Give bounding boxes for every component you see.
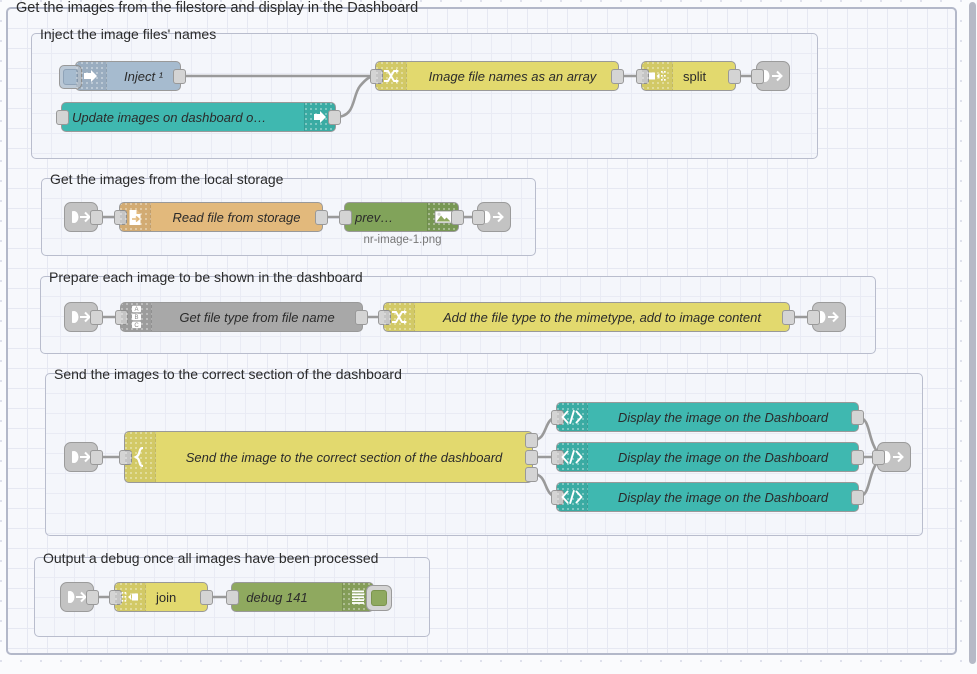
abc-change-icon: A B C	[121, 303, 152, 331]
node-send-image-input-port[interactable]	[119, 450, 132, 465]
link-in-icon	[65, 303, 97, 331]
node-image-file-names[interactable]: Image file names as an array	[370, 61, 624, 91]
node-read-file[interactable]: Read file from storage	[114, 202, 328, 232]
node-send-image-output-port-3[interactable]	[525, 467, 538, 482]
node-send-image-output-port-2[interactable]	[525, 450, 538, 465]
node-send-image-label: Send the image to the correct section of…	[185, 449, 503, 465]
node-get-file-type-input-port[interactable]	[115, 310, 128, 325]
node-update-images-input-port[interactable]	[56, 110, 69, 125]
node-add-mimetype-input-port[interactable]	[378, 310, 391, 325]
node-read-file-label: Read file from storage	[172, 209, 301, 225]
node-get-file-type-output-port[interactable]	[355, 310, 368, 325]
node-debug[interactable]: debug 141	[226, 582, 392, 612]
link-in-icon	[65, 443, 97, 471]
node-display-2-label: Display the image on the Dashboard	[617, 449, 829, 465]
node-display-3-label: Display the image on the Dashboard	[617, 489, 829, 505]
svg-text:C: C	[134, 323, 139, 329]
group-inject[interactable]: Inject the image files' names	[31, 26, 818, 159]
inject-arrow-icon	[76, 62, 107, 90]
file-icon	[120, 203, 151, 231]
node-join-label: join	[156, 589, 177, 605]
node-update-images-label: Update images on dashboard open	[72, 109, 276, 125]
node-preview-label: preview	[355, 209, 400, 225]
node-inject-output-port[interactable]	[173, 69, 186, 84]
node-inject[interactable]: Inject ¹	[59, 61, 186, 91]
function-shuffle-icon	[376, 62, 407, 90]
node-link-out-1[interactable]	[751, 61, 790, 91]
code-template-icon	[557, 403, 588, 431]
group-inject-title: Inject the image files' names	[40, 26, 217, 42]
node-link-in-4[interactable]	[64, 442, 103, 472]
node-join[interactable]: join	[109, 582, 213, 612]
node-display-1[interactable]: Display the image on the Dashboard	[551, 402, 864, 432]
node-link-out-4[interactable]	[872, 442, 911, 472]
node-get-file-type-label: Get file type from file name	[179, 309, 335, 325]
group-prepare-image-title: Prepare each image to be shown in the da…	[49, 269, 363, 285]
code-template-icon	[557, 483, 588, 511]
node-split-input-port[interactable]	[636, 69, 649, 84]
node-link-in-5[interactable]	[60, 582, 99, 612]
node-split[interactable]: split	[636, 61, 741, 91]
link-out-icon	[878, 443, 910, 471]
node-send-image[interactable]: Send the image to the correct section of…	[119, 431, 538, 483]
group-send-to-dashboard-title: Send the images to the correct section o…	[54, 366, 402, 382]
join-icon	[115, 583, 146, 611]
group-debug-output-title: Output a debug once all images have been…	[43, 550, 379, 566]
node-display-1-label: Display the image on the Dashboard	[617, 409, 829, 425]
node-split-label: split	[683, 68, 707, 84]
node-link-in-3-output-port[interactable]	[90, 310, 103, 325]
link-out-icon	[478, 203, 510, 231]
node-link-in-5-output-port[interactable]	[86, 590, 99, 605]
node-add-mimetype-label: Add the file type to the mimetype, add t…	[443, 309, 761, 325]
node-display-1-output-port[interactable]	[851, 410, 864, 425]
node-inject-label: Inject ¹	[123, 68, 163, 84]
node-display-2[interactable]: Display the image on the Dashboard	[551, 442, 864, 472]
node-link-out-3[interactable]	[807, 302, 846, 332]
node-add-mimetype-output-port[interactable]	[782, 310, 795, 325]
node-debug-input-port[interactable]	[226, 590, 239, 605]
split-icon	[642, 62, 673, 90]
node-send-image-output-port-1[interactable]	[525, 433, 538, 448]
debug-enable-toggle[interactable]	[366, 585, 392, 611]
horizontal-scrollbar[interactable]	[0, 664, 977, 674]
link-out-icon	[813, 303, 845, 331]
vertical-scrollbar[interactable]	[967, 0, 977, 674]
node-display-2-output-port[interactable]	[851, 450, 864, 465]
node-image-file-names-input-port[interactable]	[370, 69, 383, 84]
svg-text:B: B	[134, 315, 138, 321]
node-display-3[interactable]: Display the image on the Dashboard	[551, 482, 864, 512]
node-join-output-port[interactable]	[200, 590, 213, 605]
node-link-in-3[interactable]	[64, 302, 103, 332]
link-in-icon	[61, 583, 93, 611]
node-read-file-input-port[interactable]	[114, 210, 127, 225]
node-debug-label: debug 141	[246, 589, 308, 605]
node-preview-sublabel: nr-image-1.png	[363, 234, 442, 246]
group-outer-title: Get the images from the filestore and di…	[16, 0, 419, 16]
node-split-output-port[interactable]	[728, 69, 741, 84]
group-local-storage-title: Get the images from the local storage	[50, 171, 284, 187]
node-image-file-names-output-port[interactable]	[611, 69, 624, 84]
link-out-icon	[757, 62, 789, 90]
node-get-file-type[interactable]: A B C Get file type from file name	[115, 302, 368, 332]
node-add-mimetype[interactable]: Add the file type to the mimetype, add t…	[378, 302, 795, 332]
svg-text:A: A	[134, 307, 138, 313]
link-in-icon	[65, 203, 97, 231]
node-update-images-output-port[interactable]	[328, 110, 341, 125]
node-update-images[interactable]: Update images on dashboard open	[56, 102, 341, 132]
code-template-icon	[557, 443, 588, 471]
function-shuffle-icon	[384, 303, 415, 331]
node-preview-input-port[interactable]	[339, 210, 352, 225]
node-preview-output-port[interactable]	[451, 210, 464, 225]
node-display-3-output-port[interactable]	[851, 490, 864, 505]
node-link-out-2[interactable]	[472, 202, 511, 232]
switch-icon	[125, 432, 156, 482]
node-preview[interactable]: preview	[339, 202, 464, 232]
inject-trigger-button[interactable]	[59, 65, 82, 89]
node-image-file-names-label: Image file names as an array	[428, 68, 597, 84]
node-link-in-2[interactable]	[64, 202, 103, 232]
node-link-in-2-output-port[interactable]	[90, 210, 103, 225]
node-read-file-output-port[interactable]	[315, 210, 328, 225]
node-link-in-4-output-port[interactable]	[90, 450, 103, 465]
vertical-scrollbar-thumb[interactable]	[969, 2, 976, 664]
